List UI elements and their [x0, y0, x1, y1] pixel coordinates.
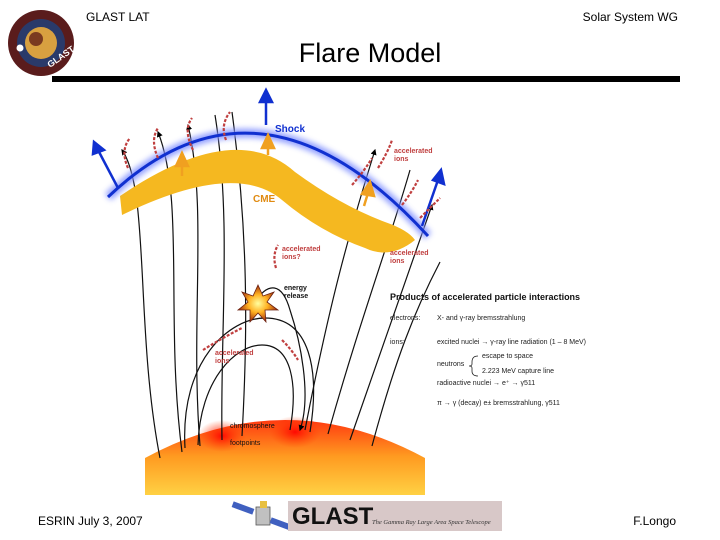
accelerated-ions-loop-label-2: ions	[215, 358, 229, 365]
flare-model-diagram: Shock CME accelerated ions accelerated i…	[91, 87, 586, 495]
accelerated-ions-loop-label-1: accelerated	[215, 350, 254, 357]
accelerated-ions-right-label-2: ions	[390, 258, 404, 265]
right-footpoint-glow	[269, 416, 321, 448]
shock-label: Shock	[275, 124, 305, 135]
header-left-text: GLAST LAT	[86, 10, 150, 24]
energy-release-star	[236, 284, 280, 324]
satellite-icon	[231, 501, 293, 531]
products-ions-text: excited nuclei → γ-ray line radiation (1…	[437, 339, 586, 346]
accelerated-ions-top-label-2: ions	[394, 156, 408, 163]
logo-banner	[288, 501, 502, 531]
shock-arrows	[91, 87, 446, 227]
products-radioactive-text: radioactive nuclei → e⁺ → γ511	[437, 380, 535, 387]
badge-star	[16, 44, 24, 52]
badge-sun-spot	[29, 32, 43, 46]
chromosphere-label: chromosphere	[230, 423, 275, 430]
title-rule	[52, 76, 680, 82]
products-ions-label: ions:	[390, 339, 405, 346]
shock-front	[106, 131, 430, 238]
footer-author: F.Longo	[633, 514, 676, 528]
cme-arrows	[174, 132, 376, 207]
ion-spirals	[123, 111, 441, 361]
cme-band	[120, 149, 415, 253]
accelerated-ions-question-label-1: accelerated	[282, 246, 321, 253]
products-panel: Products of accelerated particle interac…	[390, 292, 586, 407]
neutrons-brace	[468, 355, 479, 377]
products-title: Products of accelerated particle interac…	[390, 292, 580, 302]
cme-label: CME	[253, 194, 276, 205]
energy-release-label-1: energy	[284, 285, 307, 292]
products-electrons-text: X- and γ-ray bremsstrahlung	[437, 315, 525, 322]
glast-badge-logo: GLAST	[8, 10, 76, 76]
products-pion-text: π → γ (decay) e± bremsstrahlung, γ511	[437, 400, 560, 407]
slide-title: Flare Model	[298, 38, 442, 68]
products-neutrons-line2: 2.223 MeV capture line	[482, 368, 554, 375]
footer-date: ESRIN July 3, 2007	[38, 514, 143, 528]
products-electrons-label: electrons:	[390, 315, 420, 322]
logo-tagline: The Gamma Ray Large Area Space Telescope	[372, 519, 491, 526]
accelerated-ions-right-label-1: accelerated	[390, 250, 429, 257]
footpoints-label: footpoints	[230, 440, 261, 447]
energy-release-label-2: release	[284, 293, 308, 300]
accelerated-ions-top-label-1: accelerated	[394, 148, 433, 155]
logo-glast-word: GLAST	[292, 503, 374, 530]
accelerated-ions-question-label-2: ions?	[282, 254, 301, 261]
header-right-text: Solar System WG	[582, 10, 678, 24]
products-neutrons-label: neutrons	[437, 361, 465, 368]
glast-footer-logo: GLAST The Gamma Ray Large Area Space Tel…	[231, 501, 502, 531]
products-neutrons-line1: escape to space	[482, 353, 533, 360]
